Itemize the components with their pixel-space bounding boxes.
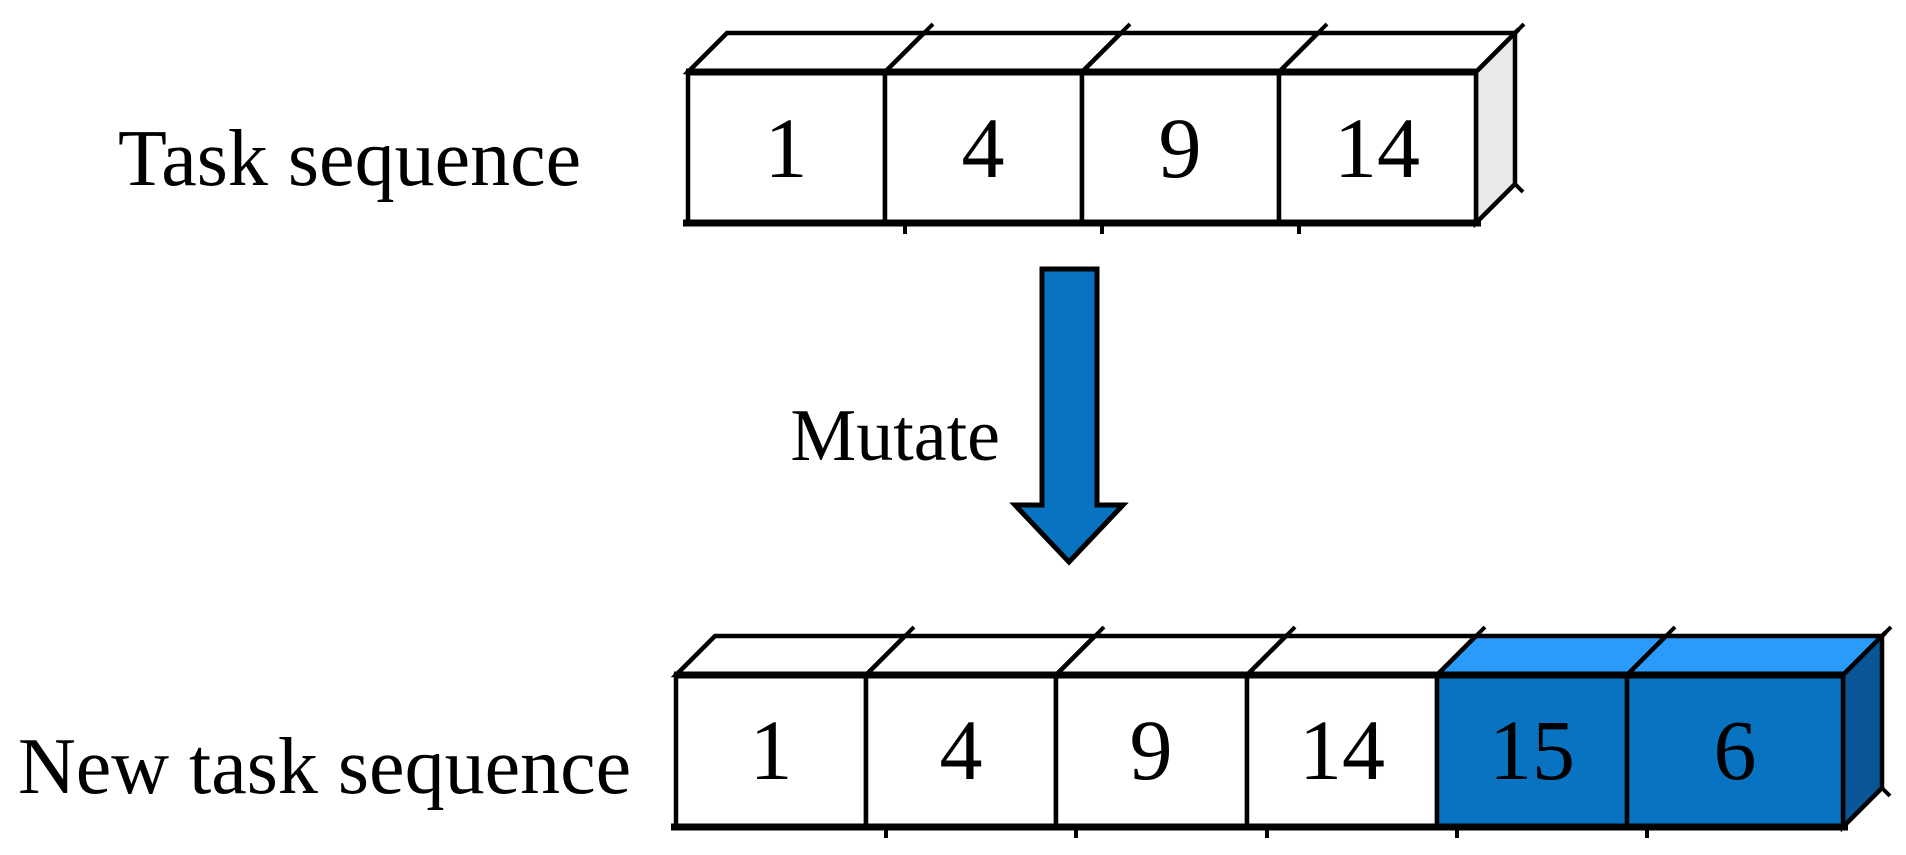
cell-value: 4 — [962, 100, 1005, 196]
cell-value-highlighted: 15 — [1489, 702, 1575, 798]
cell-value-highlighted: 6 — [1714, 702, 1757, 798]
cell-value: 9 — [1159, 100, 1202, 196]
cell-value: 4 — [940, 702, 983, 798]
cell-value: 14 — [1334, 100, 1420, 196]
cell-value: 14 — [1299, 702, 1385, 798]
cell-value: 9 — [1130, 702, 1173, 798]
row-edge-lines — [683, 68, 1481, 227]
box-top-face-highlighted — [1621, 633, 1888, 678]
mutate-down-arrow-icon — [1009, 266, 1129, 566]
row-edge-lines — [671, 671, 1848, 831]
new-task-sequence-front-faces — [673, 672, 1846, 830]
tick-marks — [903, 22, 1526, 234]
mutate-label: Mutate — [790, 395, 1000, 477]
task-sequence-label: Task sequence — [118, 115, 581, 203]
sequence-cell — [673, 672, 869, 830]
task-sequence-row: Task sequence 1 4 — [118, 22, 1526, 234]
task-sequence-top-faces — [682, 30, 1521, 75]
new-task-sequence-top-faces — [670, 633, 1888, 678]
task-sequence-front-faces — [685, 69, 1479, 226]
cell-value: 1 — [750, 702, 793, 798]
cell-value: 1 — [765, 100, 808, 196]
new-task-sequence-row: New task sequence — [18, 625, 1893, 838]
mutate-group: Mutate — [790, 266, 1129, 566]
new-task-sequence-label: New task sequence — [18, 723, 631, 811]
tick-marks — [884, 625, 1893, 838]
